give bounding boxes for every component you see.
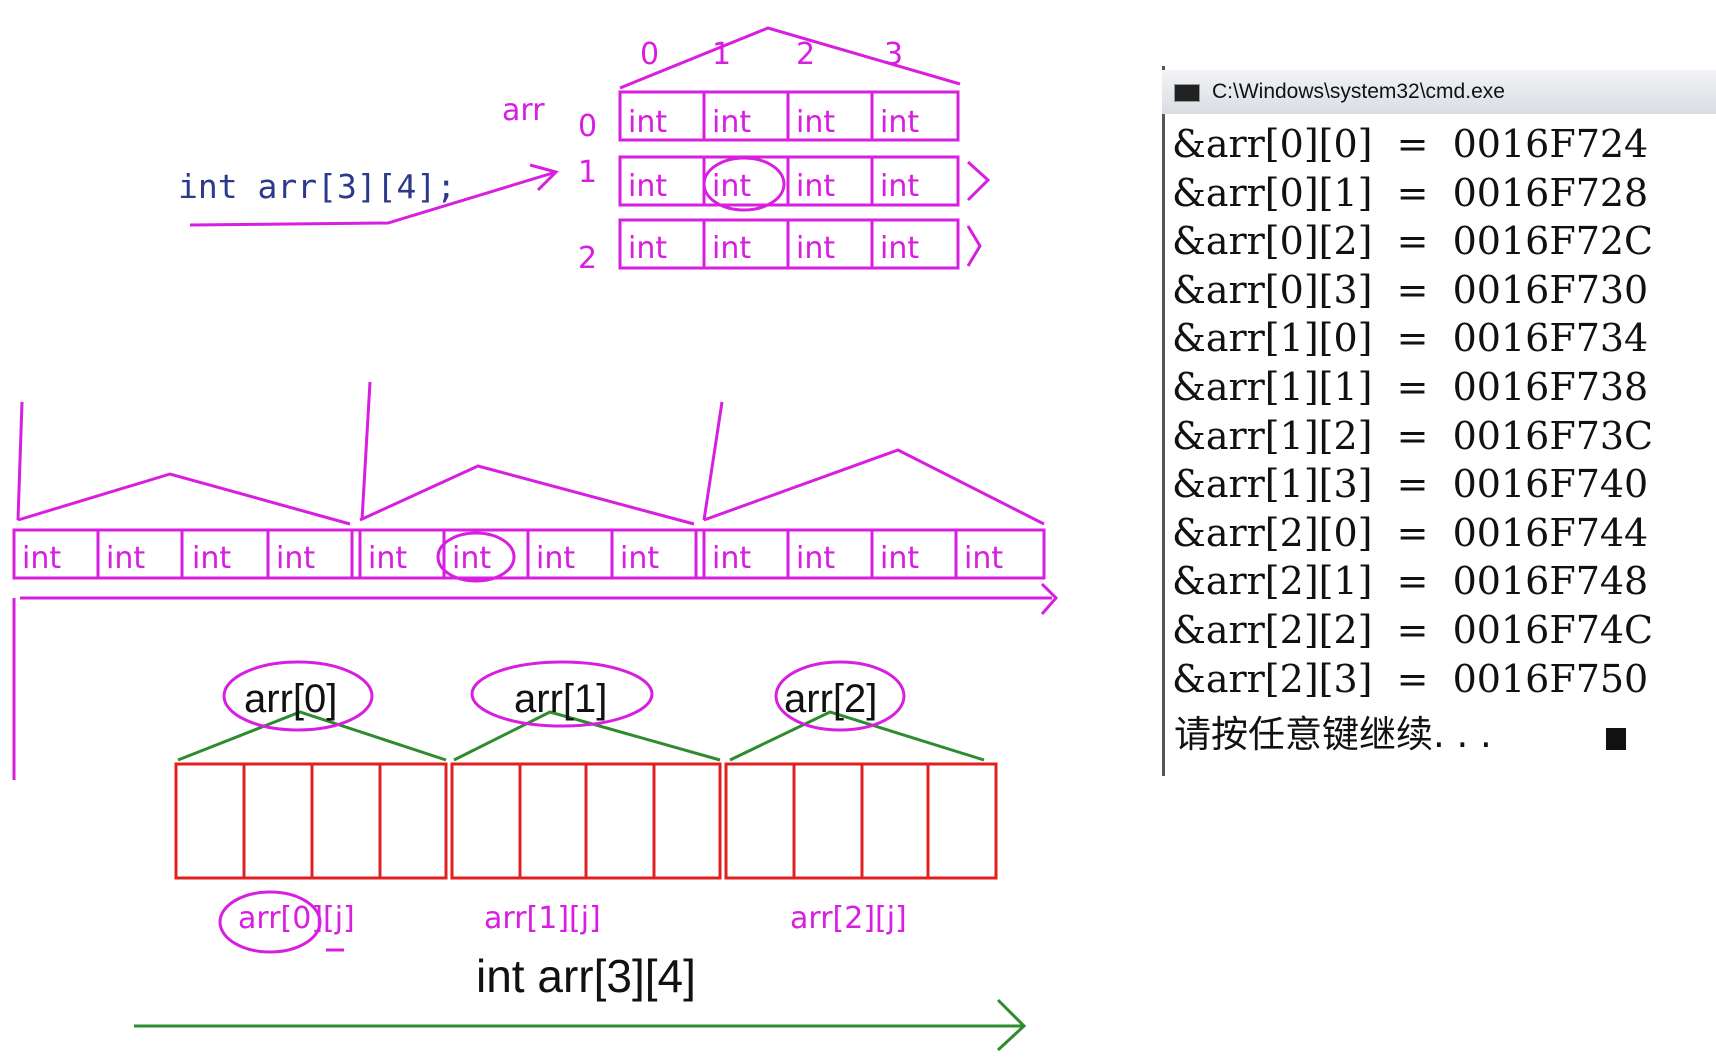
memory-cell-10: int bbox=[880, 541, 919, 576]
memory-cell-11: int bbox=[964, 541, 1003, 576]
cmd-line: &arr[2][2] = 0016F74C bbox=[1172, 607, 1654, 652]
bottom-labels: arr[0] arr[1] arr[2] arr[0][j] arr[1][j] arr[… bbox=[238, 677, 907, 936]
memory-cell-8: int bbox=[712, 541, 751, 576]
row-1-chevron bbox=[966, 160, 991, 202]
row-2-bracket bbox=[703, 448, 1045, 526]
matrix-cell-0-2: int bbox=[796, 105, 835, 140]
declaration-code: int arr[3][4]; bbox=[178, 167, 456, 206]
linear-memory-diagram bbox=[12, 381, 1059, 780]
cmd-line: &arr[2][1] = 0016F748 bbox=[1172, 559, 1649, 604]
memory-cell-9: int bbox=[796, 541, 835, 576]
cmd-line: &arr[2][0] = 0016F744 bbox=[1172, 510, 1649, 555]
sub-label-2: arr[2][j] bbox=[790, 901, 907, 936]
cmd-output: &arr[0][0] = 0016F724&arr[0][1] = 0016F7… bbox=[1172, 120, 1653, 703]
declaration-arrow bbox=[189, 170, 557, 227]
highlight-circle-matrix bbox=[702, 156, 786, 212]
cmd-line: &arr[1][2] = 0016F73C bbox=[1172, 413, 1654, 458]
cmd-window bbox=[1162, 66, 1716, 776]
memory-cell-2: int bbox=[192, 541, 231, 576]
cmd-title: C:\Windows\system32\cmd.exe bbox=[1212, 80, 1505, 103]
matrix-labels: arr 0 1 2 3 0 1 2 int int int int int int int int int int… bbox=[502, 37, 919, 276]
memory-cell-4: int bbox=[368, 541, 407, 576]
cmd-line: &arr[0][0] = 0016F724 bbox=[1172, 122, 1649, 166]
memory-cell-7: int bbox=[620, 541, 659, 576]
row-2-chevron bbox=[966, 225, 982, 267]
cmd-line: &arr[2][3] = 0016F750 bbox=[1172, 656, 1649, 701]
memory-cell-5: int bbox=[452, 541, 491, 576]
matrix-cell-1-3: int bbox=[880, 169, 919, 204]
cmd-title-bar[interactable]: C:\Windows\system32\cmd.exe bbox=[1162, 70, 1716, 114]
cmd-prompt: 请按任意键继续. . . bbox=[1174, 713, 1504, 756]
highlight-circle-memory bbox=[436, 531, 516, 583]
matrix-cell-2-0: int bbox=[628, 231, 667, 266]
memory-cell-labels: int int int int int int int int int int int int bbox=[22, 541, 1003, 576]
cmd-line: &arr[1][0] = 0016F734 bbox=[1172, 316, 1649, 361]
matrix-cell-1-2: int bbox=[796, 169, 835, 204]
row-index-1: 1 bbox=[578, 155, 597, 190]
row-name-1: arr[1] bbox=[514, 677, 607, 721]
cmd-line: &arr[0][2] = 0016F72C bbox=[1172, 219, 1654, 264]
col-index-3: 3 bbox=[884, 37, 903, 72]
col-index-2: 2 bbox=[796, 37, 815, 72]
cmd-line: &arr[1][1] = 0016F738 bbox=[1172, 364, 1649, 409]
matrix-cell-0-0: int bbox=[628, 105, 667, 140]
matrix-cell-2-2: int bbox=[796, 231, 835, 266]
bottom-grid bbox=[174, 762, 998, 880]
row-1-bracket bbox=[359, 464, 695, 526]
cmd-line: &arr[0][1] = 0016F728 bbox=[1172, 170, 1649, 215]
matrix-cell-0-3: int bbox=[880, 105, 919, 140]
row-index-2: 2 bbox=[578, 241, 597, 276]
row-0-bracket bbox=[17, 472, 351, 526]
cmd-line: &arr[1][3] = 0016F740 bbox=[1172, 462, 1649, 507]
cmd-line: &arr[0][3] = 0016F730 bbox=[1172, 267, 1649, 312]
memory-cell-1: int bbox=[106, 541, 145, 576]
arr-label: arr bbox=[502, 93, 545, 128]
matrix-cell-2-1: int bbox=[712, 231, 751, 266]
matrix-cell-0-1: int bbox=[712, 105, 751, 140]
matrix-cell-2-3: int bbox=[880, 231, 919, 266]
col-index-0: 0 bbox=[640, 37, 659, 72]
column-bracket bbox=[619, 26, 961, 90]
row-name-0: arr[0] bbox=[244, 677, 337, 721]
row-name-circles bbox=[218, 660, 906, 954]
bottom-caption: int arr[3][4] bbox=[476, 950, 696, 1002]
sub-label-0: arr[0][j] bbox=[238, 901, 355, 936]
memory-cell-6: int bbox=[536, 541, 575, 576]
cmd-cursor bbox=[1606, 728, 1626, 750]
row-name-2: arr[2] bbox=[784, 677, 877, 721]
cmd-icon bbox=[1174, 84, 1200, 102]
memory-cell-0: int bbox=[22, 541, 61, 576]
matrix-cell-1-0: int bbox=[628, 169, 667, 204]
col-index-1: 1 bbox=[712, 37, 731, 72]
green-connectors bbox=[134, 710, 1027, 1052]
memory-cell-3: int bbox=[276, 541, 315, 576]
row-index-0: 0 bbox=[578, 109, 597, 144]
matrix-diagram bbox=[189, 26, 991, 270]
matrix-cell-1-1: int bbox=[712, 169, 751, 204]
sub-label-1: arr[1][j] bbox=[484, 901, 601, 936]
